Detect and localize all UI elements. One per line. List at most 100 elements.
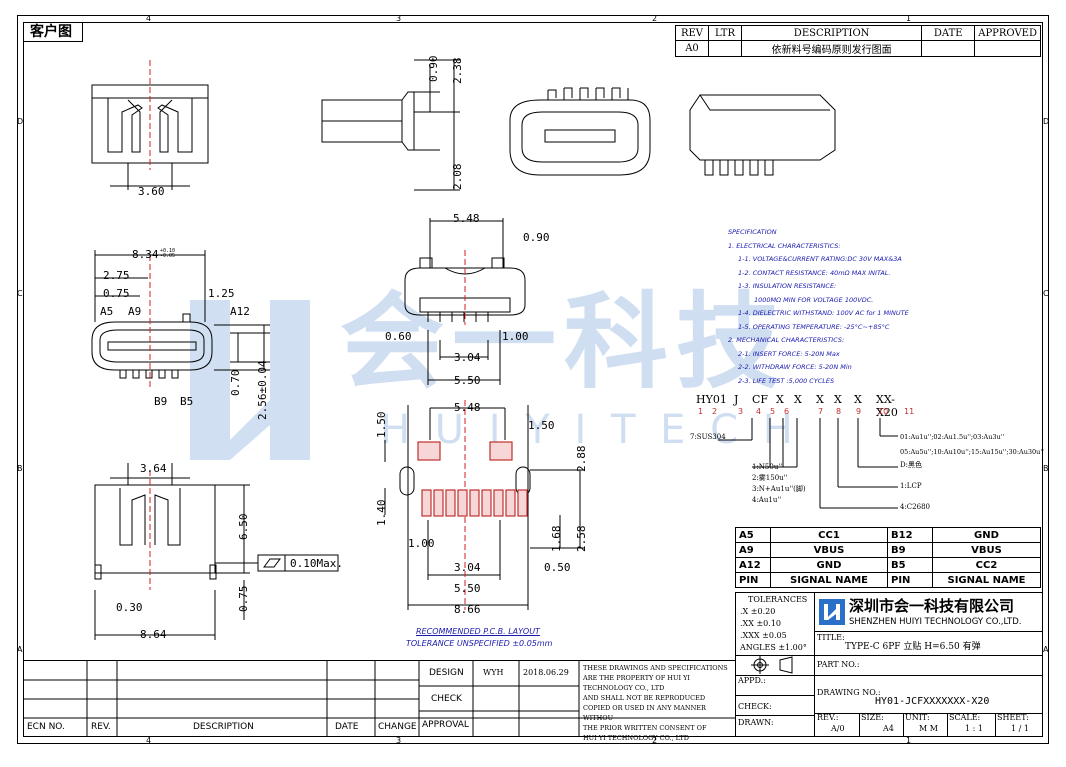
- signal-cell: GND: [932, 527, 1041, 543]
- ecn-header-rev: REV.: [91, 722, 111, 732]
- part-no-row: PART NO.:: [815, 655, 1042, 676]
- dim-0-90-b: 0.90: [523, 231, 550, 244]
- signal-cell: CC1: [770, 527, 888, 543]
- part-num: 11: [904, 407, 915, 416]
- size-label: SIZE:: [861, 713, 884, 722]
- dim-5-50-b: 5.50: [454, 582, 481, 595]
- dim-2-38: 2.38: [451, 57, 464, 85]
- dim-8-34-tol: +0.10 -0.05: [160, 248, 176, 259]
- zone-right-c: C: [1043, 289, 1049, 298]
- title-value: TYPE-C 6PF 立贴 H=6.50 有弹: [845, 642, 981, 652]
- drawing-no-row: DRAWING NO.: HY01-JCFXXXXXXX-X20: [815, 675, 1042, 714]
- spec-line: 1-5. OPERATING TEMPERATURE: -25°C~+85°C: [738, 322, 890, 331]
- signal-table: A5 CC1 B12 GND A9 VBUS B9 VBUS A12 GND B…: [735, 527, 1041, 588]
- pin-label-b5: B5: [180, 395, 194, 408]
- customer-drawing-tag: 客户图: [23, 22, 83, 42]
- pin-cell: A5: [735, 527, 771, 543]
- dim-0-30: 0.30: [116, 601, 143, 614]
- inner-frame: [23, 22, 1043, 737]
- zone-left-c: C: [17, 289, 23, 298]
- rev-value: A0: [675, 40, 709, 57]
- spec-line: SPECIFICATION: [728, 228, 777, 236]
- tolerance-row: .X ±0.20: [740, 607, 776, 616]
- code-note-lcp: 1:LCP: [900, 482, 922, 490]
- dim-6-50: 6.50: [237, 513, 250, 541]
- notice-line: TECHNOLOGY CO., LTD: [583, 684, 665, 692]
- part-code-suffix: XX-X20: [876, 393, 898, 419]
- notice-line: AND SHALL NOT BE REPRODUCED: [583, 694, 706, 702]
- drawing-frame: [17, 15, 1049, 744]
- code-note-color: D:黑色: [900, 461, 922, 469]
- notice-line: COPIED OR USED IN ANY MANNER WITHOU: [583, 704, 706, 722]
- zone-left-b: B: [17, 464, 23, 473]
- drawing-no-label: DRAWING NO.:: [817, 688, 881, 697]
- pin-cell: B9: [887, 542, 933, 558]
- spec-line: 1-2. CONTACT RESISTANCE: 40mΩ MAX INITAL…: [738, 268, 891, 277]
- dim-3-04-b: 3.04: [454, 561, 481, 574]
- part-code-type: J: [734, 393, 739, 406]
- dim-1-25: 1.25: [208, 287, 235, 300]
- drawn-row: DRAWN:: [736, 715, 815, 736]
- part-num: 9: [856, 407, 862, 416]
- part-num: 7: [818, 407, 824, 416]
- zone-left-a: A: [17, 645, 23, 654]
- dim-5-48-a: 5.48: [453, 212, 480, 225]
- dim-0-70: 0.70: [229, 369, 242, 397]
- design-date: 2018.06.29: [523, 668, 569, 677]
- pin-header: PIN: [735, 572, 771, 588]
- dim-1-00-a: 1.00: [502, 330, 529, 343]
- size-value: A4: [883, 724, 894, 733]
- zone-right-b: B: [1043, 464, 1049, 473]
- scale-label: SCALE:: [949, 713, 981, 722]
- part-num: 8: [836, 407, 842, 416]
- zone-top-1: 1: [906, 14, 912, 23]
- zone-bottom-4: 4: [146, 736, 152, 745]
- pin-label-a12: A12: [230, 305, 250, 318]
- notice-line: HUI YI TECHNOLOGY CO., LTD: [583, 734, 689, 742]
- signal-cell: VBUS: [770, 542, 888, 558]
- dim-0-75-b: 0.75: [237, 585, 250, 613]
- dim-2-88: 2.88: [575, 445, 588, 473]
- dim-0-90-top: 0.90: [427, 55, 440, 83]
- third-angle-projection-icon: [751, 656, 793, 674]
- rev-value: A/0: [831, 724, 845, 733]
- sheet-cell: SHEET: 1 / 1: [995, 713, 1041, 736]
- scale-value: 1 : 1: [965, 724, 983, 733]
- part-num: 10: [878, 407, 889, 416]
- zone-top-4: 4: [146, 14, 152, 23]
- code-note-gold-2: 05:Au5u'';10:Au10u'';15:Au15u'';30:Au30u…: [900, 448, 1044, 456]
- signal-cell: GND: [770, 557, 888, 573]
- part-code-x7: X: [816, 393, 824, 406]
- check-label: CHECK:: [738, 702, 772, 711]
- part-num: 5: [770, 407, 776, 416]
- spec-line: 2-3. LIFE TEST :5,000 CYCLES: [738, 376, 835, 385]
- dim-0-50: 0.50: [544, 561, 571, 574]
- spec-line: 1-1. VOLTAGE&CURRENT RATING:DC 30V MAX&3…: [738, 255, 902, 263]
- ecn-header-date: DATE: [335, 722, 359, 732]
- pcb-note-tolerance: TOLERANCE UNSPECIFIED ±0.05mm: [406, 639, 553, 648]
- ecn-block: ECN NO. REV. DESCRIPTION DATE CHANGE DES…: [23, 660, 735, 742]
- signal-cell: VBUS: [932, 542, 1041, 558]
- part-code-x5: X: [794, 393, 802, 406]
- notice-line: ARE THE PROPERTY OF HUI YI: [583, 674, 690, 682]
- sheet-label: SHEET:: [997, 713, 1029, 722]
- pin-cell: A12: [735, 557, 771, 573]
- notice-line: THE PRIOR WRITTEN CONSENT OF: [583, 724, 707, 732]
- dim-1-00-b: 1.00: [408, 537, 435, 550]
- part-num: 6: [784, 407, 790, 416]
- dim-0-60: 0.60: [385, 330, 412, 343]
- dim-0-75-a: 0.75: [103, 287, 130, 300]
- spec-line: 1-4. DIELECTRIC WITHSTAND: 100V AC for 1…: [738, 309, 909, 317]
- company-logo-icon: [819, 599, 845, 625]
- check-label-ecn: CHECK: [431, 694, 462, 704]
- dim-1-50-a: 1.50: [375, 411, 388, 439]
- pcb-note-title: RECOMMENDED P.C.B. LAYOUT: [416, 627, 540, 636]
- pin-label-a5: A5: [100, 305, 114, 318]
- size-cell: SIZE: A4: [859, 713, 904, 736]
- title-label: TITLE:: [817, 633, 845, 642]
- scale-cell: SCALE: 1 : 1: [947, 713, 996, 736]
- spec-line: 1000MΩ MIN FOR VOLTAGE 100VDC.: [754, 295, 874, 304]
- spec-line: 1. ELECTRICAL CHARACTERISTICS:: [728, 241, 841, 250]
- signal-header: SIGNAL NAME: [932, 572, 1041, 588]
- dim-2-08: 2.08: [451, 163, 464, 191]
